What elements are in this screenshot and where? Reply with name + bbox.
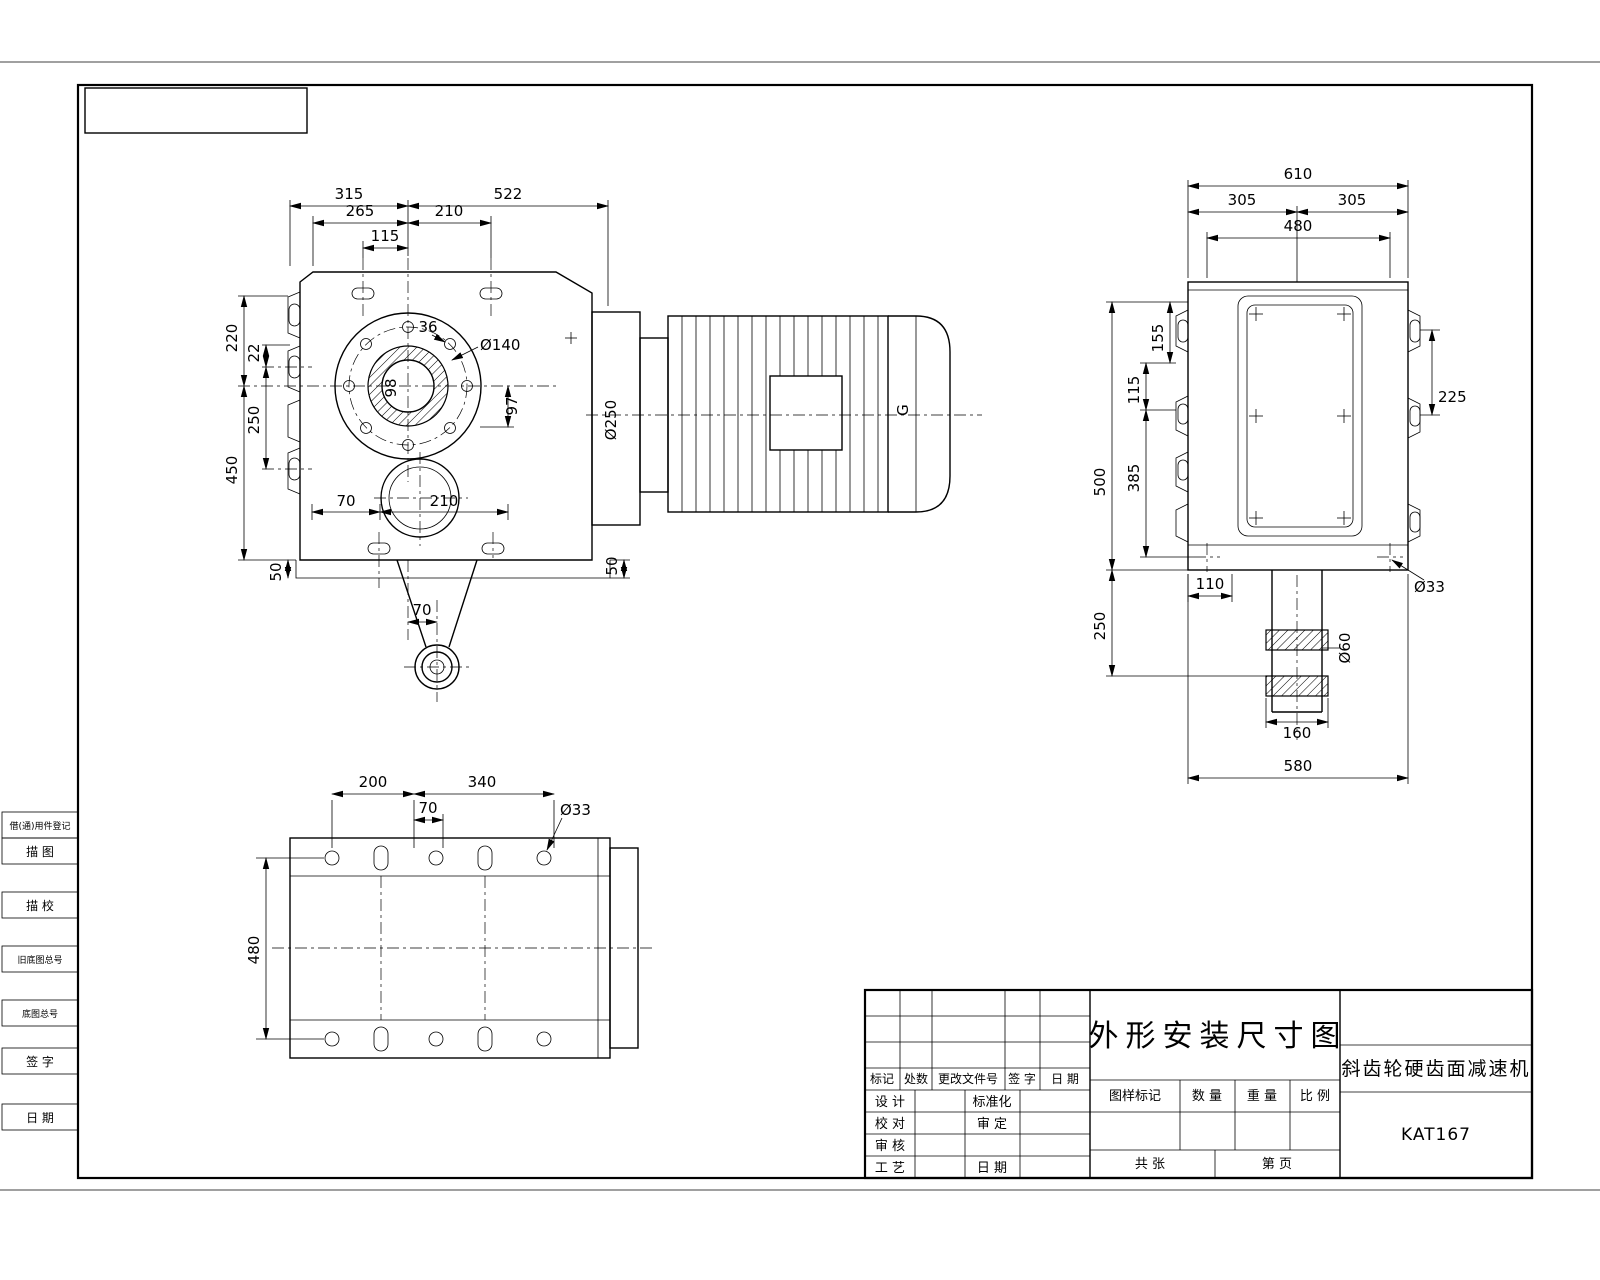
dim-500: 500 xyxy=(1091,468,1109,497)
left-margin-label: 借(通)用件登记 xyxy=(9,820,70,832)
drawing-title: 外形安装尺寸图 xyxy=(1089,1019,1348,1054)
rev-header-sign: 签 字 xyxy=(1008,1071,1036,1086)
drawing-frame xyxy=(0,61,1600,1191)
dim-480-bv: 480 xyxy=(245,936,263,965)
dim-155: 155 xyxy=(1149,324,1167,353)
dim-250-side: 250 xyxy=(1091,612,1109,641)
dim-97: 97 xyxy=(503,396,521,415)
dim-160: 160 xyxy=(1283,724,1312,742)
dim-50-right: 50 xyxy=(603,556,621,575)
dim-70-bottom: 70 xyxy=(412,601,431,619)
dim-dia140: Ø140 xyxy=(480,336,520,354)
role-approve: 审 定 xyxy=(977,1117,1007,1132)
model-number: KAT167 xyxy=(1401,1125,1471,1145)
role-standardize: 标准化 xyxy=(972,1095,1011,1110)
cover-bolt-crosses xyxy=(1249,307,1351,525)
rev-header-date: 日 期 xyxy=(1051,1072,1079,1086)
weight-label: 重 量 xyxy=(1247,1088,1277,1104)
left-margin-label: 描 校 xyxy=(26,898,54,913)
left-margin-label: 日 期 xyxy=(26,1111,54,1125)
dim-580: 580 xyxy=(1284,757,1313,775)
dim-315: 315 xyxy=(335,185,364,203)
dim-522: 522 xyxy=(494,185,523,203)
dim-70-bv: 70 xyxy=(418,799,437,817)
dim-385: 385 xyxy=(1125,464,1143,493)
dim-340: 340 xyxy=(468,773,497,791)
rev-header-count: 处数 xyxy=(904,1071,928,1086)
role-design: 设 计 xyxy=(875,1095,905,1110)
corner-reference-box xyxy=(84,87,308,134)
dim-36: 36 xyxy=(418,318,437,336)
dim-dia33-side: Ø33 xyxy=(1414,578,1445,596)
dim-98: 98 xyxy=(382,378,400,397)
role-craft: 工 艺 xyxy=(875,1161,905,1176)
role-date: 日 期 xyxy=(977,1161,1007,1176)
left-margin-label: 签 字 xyxy=(26,1054,54,1069)
left-margin-label: 描 图 xyxy=(26,845,54,859)
sheets-total-label: 共 张 xyxy=(1135,1157,1165,1172)
rev-header-mark: 标记 xyxy=(870,1072,894,1086)
dim-305-left: 305 xyxy=(1228,191,1257,209)
dim-220: 220 xyxy=(223,324,241,353)
role-check: 校 对 xyxy=(875,1116,905,1132)
dim-265: 265 xyxy=(346,202,375,220)
dim-dia250: Ø250 xyxy=(602,400,620,440)
dim-110: 110 xyxy=(1196,575,1225,593)
sheet-no-label: 第 页 xyxy=(1262,1157,1292,1172)
product-name: 斜齿轮硬齿面减速机 xyxy=(1341,1058,1530,1080)
dim-200: 200 xyxy=(359,773,388,791)
scale-label: 比 例 xyxy=(1300,1089,1330,1104)
dim-70-mid: 70 xyxy=(336,492,355,510)
dim-22: 22 xyxy=(245,343,263,362)
bottom-view: 200 340 70 Ø33 480 xyxy=(245,773,652,1059)
title-block: 标记 处数 更改文件号 签 字 日 期 设 计 标准化 校 对 审 定 审 核 … xyxy=(863,988,1534,1180)
dim-610: 610 xyxy=(1284,165,1313,183)
dim-450: 450 xyxy=(223,456,241,485)
dim-305-right: 305 xyxy=(1338,191,1367,209)
side-view: 610 305 305 480 155 115 385 500 250 225 … xyxy=(1091,165,1467,784)
dim-480: 480 xyxy=(1284,217,1313,235)
dim-115: 115 xyxy=(371,227,400,245)
dim-210-top: 210 xyxy=(435,202,464,220)
front-view: 315 522 265 210 115 220 450 22 250 50 50… xyxy=(223,185,982,702)
motor-terminal-box xyxy=(769,375,843,451)
rev-header-docno: 更改文件号 xyxy=(938,1071,998,1086)
dim-115-side: 115 xyxy=(1125,376,1143,405)
dim-50-left: 50 xyxy=(267,562,285,581)
qty-label: 数 量 xyxy=(1192,1089,1222,1104)
dim-225: 225 xyxy=(1438,388,1467,406)
dim-250-left: 250 xyxy=(245,406,263,435)
left-margin-label: 旧底图总号 xyxy=(17,954,62,966)
motor-g-label: G xyxy=(894,404,912,416)
mark-label: 图样标记 xyxy=(1109,1089,1161,1104)
left-margin-label: 底图总号 xyxy=(22,1008,58,1020)
left-margin-blocks: 借(通)用件登记 描 图 描 校 旧底图总号 底图总号 签 字 日 期 xyxy=(1,811,79,1131)
dim-dia33-bottom: Ø33 xyxy=(560,801,591,819)
dim-210-mid: 210 xyxy=(430,492,459,510)
dim-dia60: Ø60 xyxy=(1336,633,1354,664)
role-review: 审 核 xyxy=(875,1139,905,1154)
